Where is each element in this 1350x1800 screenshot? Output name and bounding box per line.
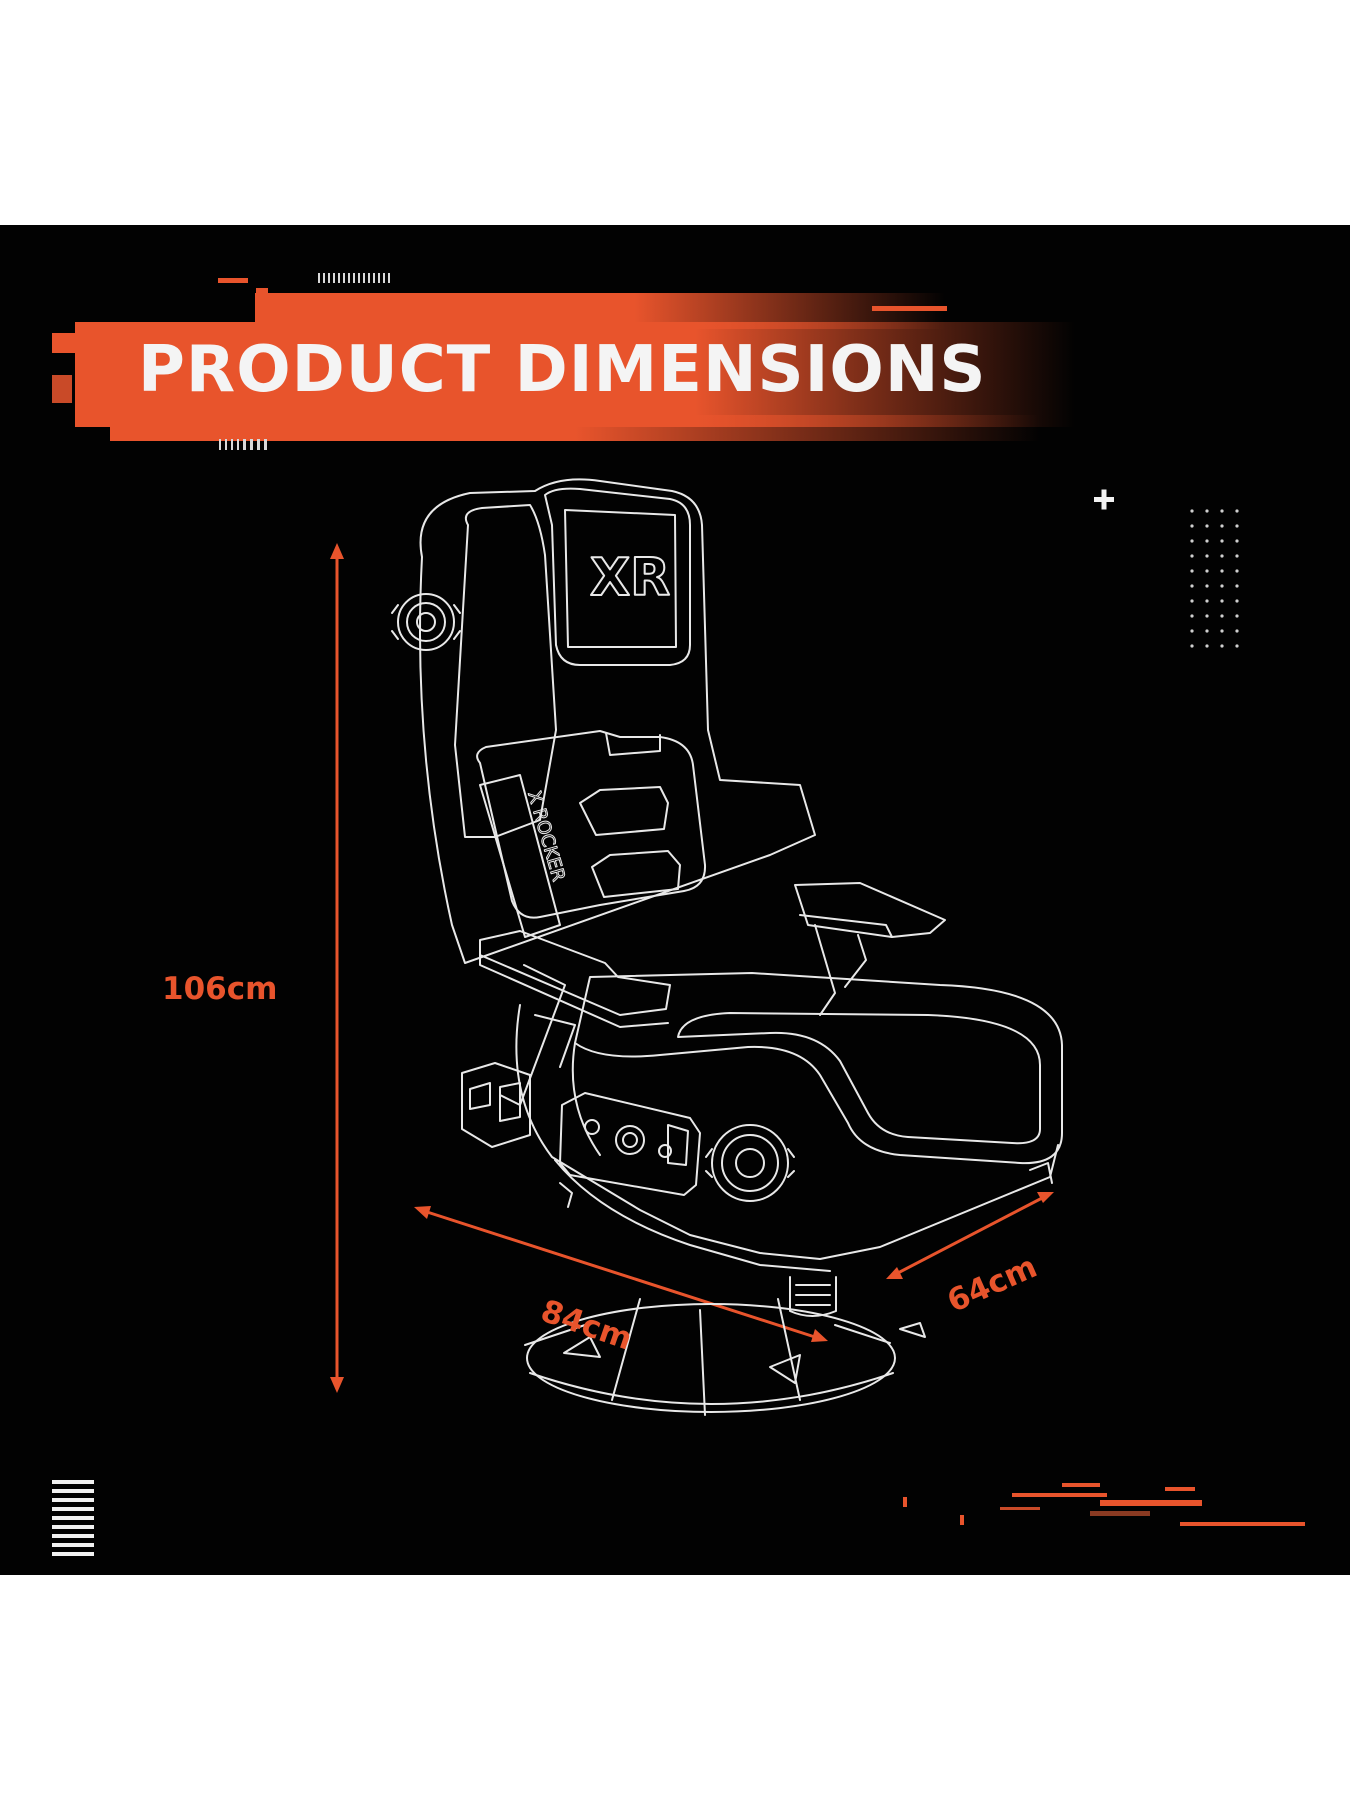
width-arrow: [414, 1206, 828, 1342]
glitch-bit: [52, 375, 72, 403]
plus-icon: [1094, 489, 1114, 510]
stripes-decor: [52, 1480, 94, 1556]
barcode-bottom: [219, 439, 267, 450]
height-label: 106cm: [162, 971, 278, 1007]
glitch-decor-bottom: [903, 1483, 1305, 1526]
glitch-bit: [256, 288, 268, 294]
dimensions-panel: XR X ROCKER: [0, 225, 1350, 1575]
glitch-bit: [52, 333, 76, 353]
decor-layer: XR X ROCKER: [52, 273, 1305, 1556]
glitch-bit: [872, 306, 947, 311]
dot-grid-decor: [1190, 509, 1239, 648]
page-title: PRODUCT DIMENSIONS: [138, 333, 987, 407]
banner-accent-bottom: [110, 415, 1040, 441]
brand-logo: XR: [590, 548, 670, 608]
depth-arrow: [886, 1192, 1054, 1279]
title-banner: [75, 322, 1075, 427]
barcode-top: [318, 273, 390, 283]
height-arrow: [330, 543, 344, 1393]
brand-side-text: X ROCKER: [523, 789, 569, 884]
chair-line-art: XR X ROCKER: [391, 478, 1063, 1416]
glitch-bit: [218, 278, 248, 283]
